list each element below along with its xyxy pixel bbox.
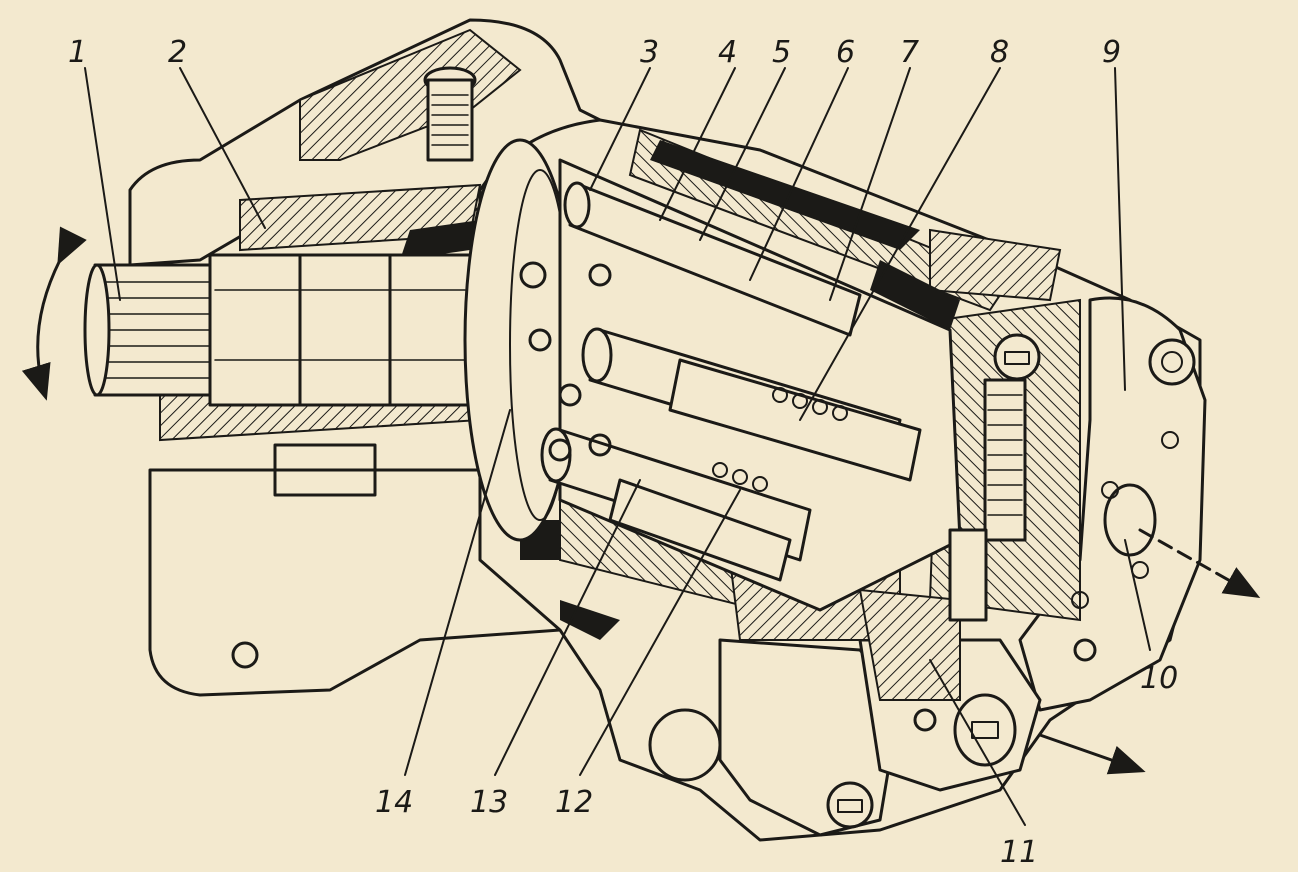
callout-13: 13: [470, 785, 508, 820]
port-holes: [519, 261, 612, 462]
callout-4: 4: [718, 35, 737, 70]
rear-plate-features: [948, 333, 1196, 662]
rotation-arrow: [21, 226, 87, 401]
bearing-balls: [712, 387, 848, 492]
callout-12: 12: [555, 785, 593, 820]
leader-lines: [84, 67, 1151, 826]
lower-features: [231, 443, 1017, 829]
callout-8: 8: [990, 35, 1009, 70]
cylinder-block: [519, 158, 962, 612]
callout-labels: 1 2 3 4 5 6 7 8 9 10 11 12 13 14: [68, 35, 1178, 870]
callout-3: 3: [640, 35, 659, 70]
callout-9: 9: [1102, 35, 1121, 70]
callout-6: 6: [836, 35, 855, 70]
callout-10: 10: [1140, 661, 1178, 696]
callout-11: 11: [1000, 835, 1038, 870]
top-valve: [423, 66, 477, 162]
callout-7: 7: [900, 35, 919, 70]
drive-shaft: [83, 253, 472, 407]
callout-1: 1: [68, 35, 87, 70]
callout-2: 2: [168, 35, 187, 70]
pistons: [540, 181, 922, 582]
callout-14: 14: [375, 785, 413, 820]
flow-arrows: [1038, 528, 1261, 775]
callout-5: 5: [772, 35, 791, 70]
